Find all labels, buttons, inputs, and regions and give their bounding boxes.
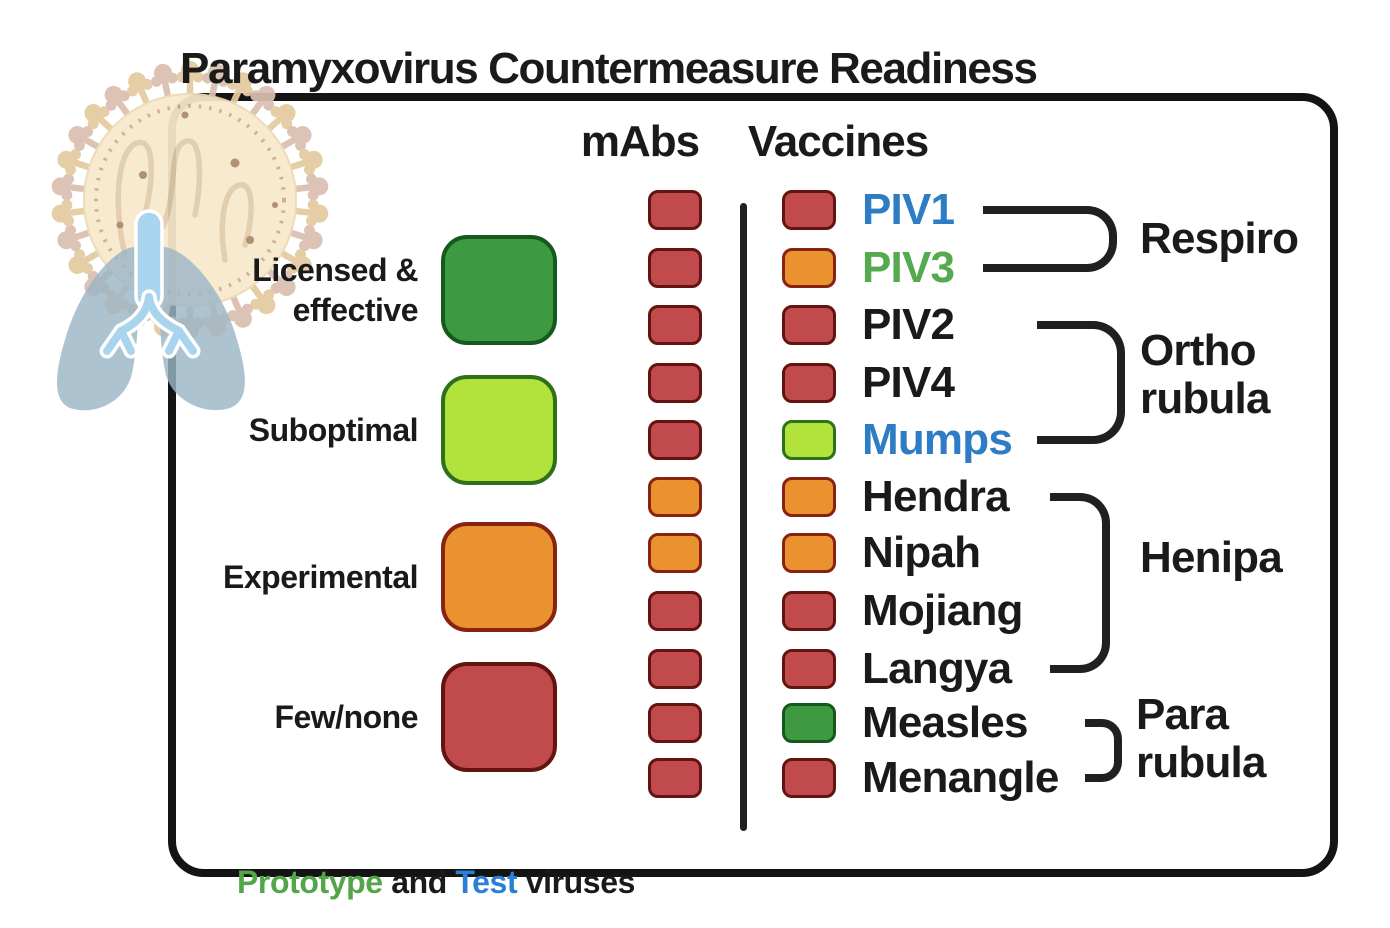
virus-name-label: PIV2 xyxy=(862,300,955,349)
group-label-orthorubula: Ortho rubula xyxy=(1140,327,1270,423)
vaccine-status-square xyxy=(782,649,836,689)
footer-prototype-text: Prototype xyxy=(236,864,383,900)
legend-swatch-licensed xyxy=(441,235,557,345)
legend-label-suboptimal: Suboptimal xyxy=(140,375,419,485)
mab-status-square xyxy=(648,190,702,230)
mab-status-square xyxy=(648,703,702,743)
group-bracket-henipa xyxy=(1050,493,1110,673)
vaccine-status-square xyxy=(782,248,836,288)
legend-swatch-experimental xyxy=(441,522,557,632)
virus-name-label: PIV1 xyxy=(862,185,955,234)
figure-title: Paramyxovirus Countermeasure Readiness xyxy=(180,44,1038,93)
vaccine-status-square xyxy=(782,758,836,798)
group-label-henipa: Henipa xyxy=(1140,533,1283,582)
footer-viruses-text: viruses xyxy=(517,864,636,900)
group-label-pararubula: Para rubula xyxy=(1136,691,1266,787)
vaccine-status-square xyxy=(782,420,836,460)
virus-name-label: Mumps xyxy=(862,415,1013,464)
legend-label-line: Experimental xyxy=(223,559,418,595)
legend-label-line: Suboptimal xyxy=(248,412,419,448)
mab-status-square xyxy=(648,649,702,689)
mab-status-square xyxy=(648,758,702,798)
virus-name-label: PIV3 xyxy=(862,243,955,292)
mab-status-square xyxy=(648,591,702,631)
virus-row: Nipah xyxy=(0,525,1390,581)
group-label-respiro: Respiro xyxy=(1140,206,1299,272)
footer-and-text: and xyxy=(382,864,456,900)
column-divider-line xyxy=(740,203,747,831)
virus-row: Hendra xyxy=(0,469,1390,525)
lungs-icon xyxy=(56,209,245,411)
virus-row: Menangle xyxy=(0,750,1390,806)
virus-name-label: Hendra xyxy=(862,472,1010,521)
virus-row: Mumps xyxy=(0,412,1390,468)
vaccine-status-square xyxy=(782,190,836,230)
legend-label-experimental: Experimental xyxy=(140,522,418,632)
virus-row: PIV1 xyxy=(0,182,1390,238)
group-label-line: rubula xyxy=(1136,738,1266,787)
virus-name-label: PIV4 xyxy=(862,358,955,407)
mab-status-square xyxy=(648,248,702,288)
footer-test-text: Test xyxy=(455,864,518,900)
vaccines-column-header: Vaccines xyxy=(747,117,929,166)
mab-status-square xyxy=(648,305,702,345)
vaccine-status-square xyxy=(782,533,836,573)
vaccine-status-square xyxy=(782,591,836,631)
figure-border-box xyxy=(168,93,1338,877)
virus-row: Mojiang xyxy=(0,583,1390,639)
group-label-line: Ortho xyxy=(1140,326,1257,375)
group-label-line: Para xyxy=(1136,690,1229,739)
legend-label-few-none: Few/none xyxy=(140,662,418,772)
group-bracket-pararubula xyxy=(1085,719,1122,782)
virus-name-label: Menangle xyxy=(862,753,1059,802)
virus-name-label: Measles xyxy=(862,698,1028,747)
mabs-column-header: mAbs xyxy=(580,117,700,166)
mab-status-square xyxy=(648,420,702,460)
group-bracket-respiro xyxy=(983,206,1117,272)
legend-swatch-few-none xyxy=(441,662,557,772)
legend-label-line: Licensed & xyxy=(252,252,418,288)
virus-lungs-watermark xyxy=(25,55,355,411)
vaccine-status-square xyxy=(782,363,836,403)
mab-status-square xyxy=(648,533,702,573)
virus-row: PIV2 xyxy=(0,297,1390,353)
mab-status-square xyxy=(648,363,702,403)
group-bracket-orthorubula xyxy=(1037,321,1125,444)
virus-name-label: Mojiang xyxy=(862,586,1023,635)
virus-row: PIV4 xyxy=(0,355,1390,411)
footer-caption: Prototype and Test viruses xyxy=(186,827,635,928)
virus-name-label: Langya xyxy=(862,644,1012,693)
virus-name-label: Nipah xyxy=(862,528,981,577)
group-label-line: Respiro xyxy=(1140,214,1299,263)
virus-row: PIV3 xyxy=(0,240,1390,296)
vaccine-status-square xyxy=(782,305,836,345)
legend-label-line: effective xyxy=(292,292,419,328)
mab-status-square xyxy=(648,477,702,517)
legend-label-licensed: Licensed & effective xyxy=(140,235,418,345)
vaccine-status-square xyxy=(782,703,836,743)
group-label-line: Henipa xyxy=(1140,533,1283,582)
virus-row: Langya xyxy=(0,641,1390,697)
legend-swatch-suboptimal xyxy=(441,375,557,485)
group-label-line: rubula xyxy=(1140,374,1270,423)
virus-row: Measles xyxy=(0,695,1390,751)
vaccine-status-square xyxy=(782,477,836,517)
legend-label-line: Few/none xyxy=(274,699,418,735)
